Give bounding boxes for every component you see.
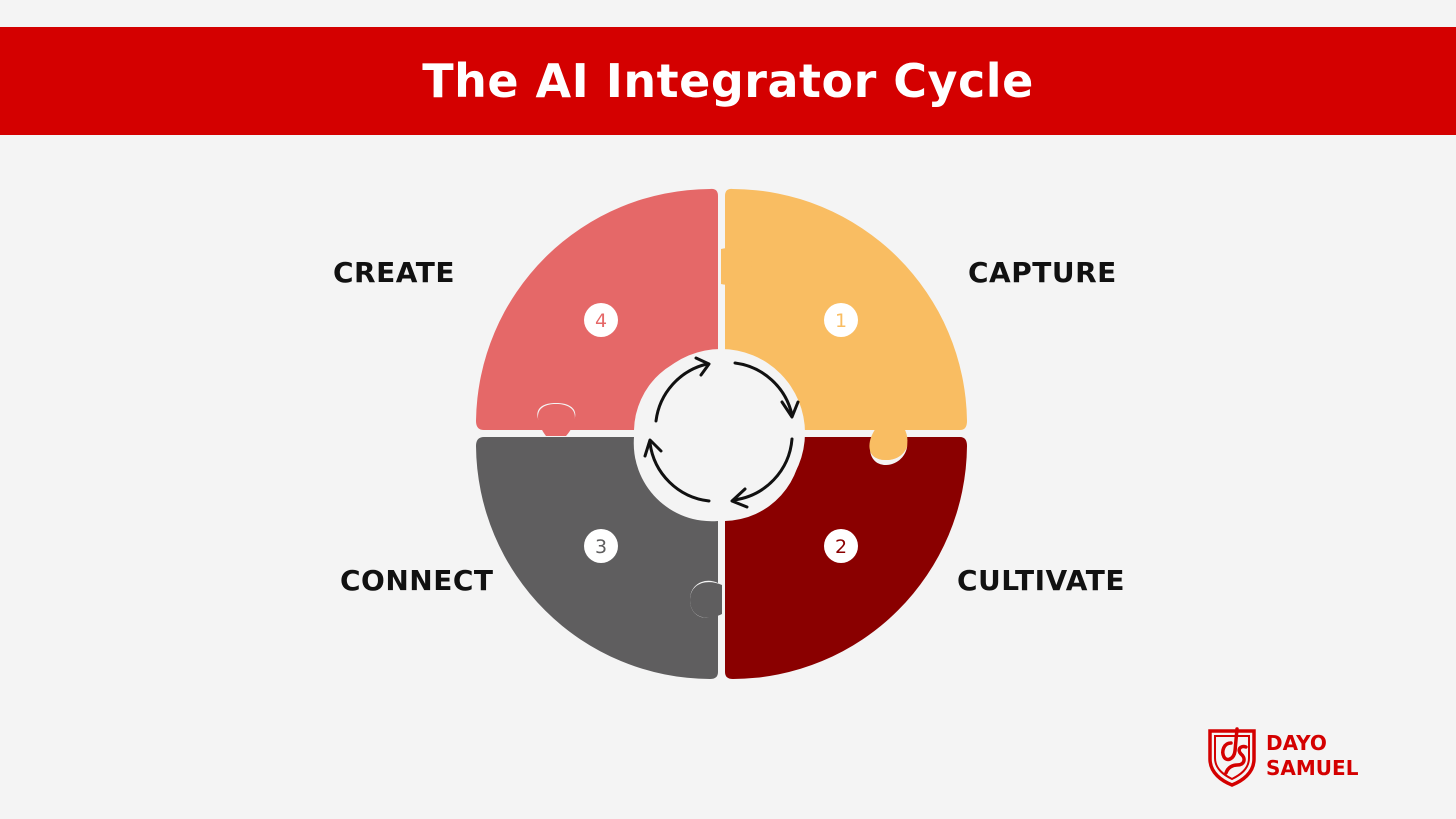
brand-name-line1: DAYO xyxy=(1266,731,1327,755)
stage-label-connect: CONNECT xyxy=(340,564,494,597)
badge-connect: 3 xyxy=(584,529,618,563)
brand-signature: DAYO SAMUEL xyxy=(1204,723,1384,789)
badge-create-number: 4 xyxy=(595,310,607,332)
cycle-arrows-icon xyxy=(643,356,800,509)
brand-name: DAYO SAMUEL xyxy=(1266,731,1358,781)
ds-shield-logo xyxy=(1208,727,1256,787)
badge-connect-number: 3 xyxy=(595,536,607,558)
badge-cultivate: 2 xyxy=(824,529,858,563)
badge-capture-number: 1 xyxy=(835,310,847,332)
badge-capture: 1 xyxy=(824,303,858,337)
brand-name-line2: SAMUEL xyxy=(1266,756,1359,780)
stage-label-cultivate: CULTIVATE xyxy=(957,564,1126,597)
stage-label-capture: CAPTURE xyxy=(968,256,1117,289)
page-title: The AI Integrator Cycle xyxy=(422,54,1034,108)
badge-create: 4 xyxy=(584,303,618,337)
title-banner: The AI Integrator Cycle xyxy=(0,27,1456,135)
center-hole xyxy=(637,349,805,517)
badge-cultivate-number: 2 xyxy=(835,536,847,558)
stage-label-create: CREATE xyxy=(333,256,455,289)
